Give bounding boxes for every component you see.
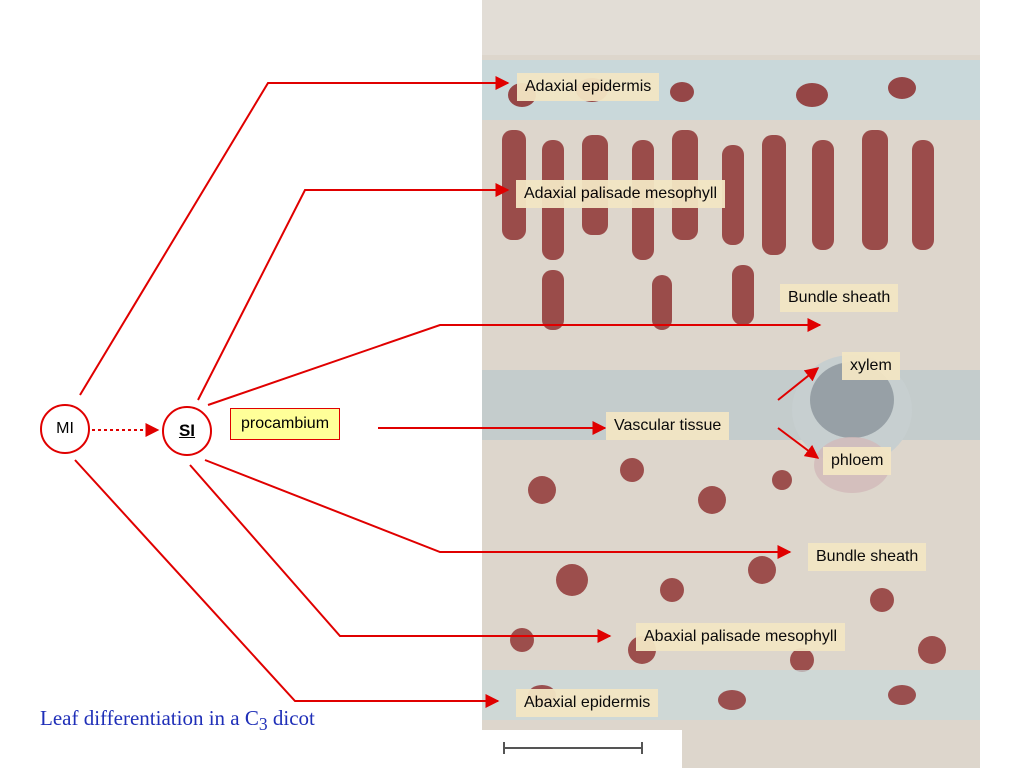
caption-main: Leaf differentiation in a C: [40, 706, 259, 730]
arrow-to-bundle-sheath-top: [207, 318, 822, 406]
label-abaxial-epidermis: Abaxial epidermis: [516, 689, 659, 717]
arrow-to-abaxial-palisade: [189, 464, 612, 643]
label-adaxial-epidermis: Adaxial epidermis: [517, 73, 660, 101]
si-node: SI: [162, 406, 212, 456]
label-xylem: xylem: [842, 352, 900, 380]
caption-end: dicot: [267, 706, 315, 730]
mi-node: MI: [40, 404, 90, 454]
label-phloem: phloem: [823, 447, 892, 475]
label-adaxial-palisade: Adaxial palisade mesophyll: [516, 180, 725, 208]
arrow-to-phloem: [777, 427, 820, 459]
label-abaxial-palisade: Abaxial palisade mesophyll: [636, 623, 845, 651]
mi-label: MI: [56, 420, 74, 437]
arrow-to-xylem: [777, 367, 820, 401]
label-bundle-sheath-top: Bundle sheath: [780, 284, 899, 312]
arrow-to-bundle-sheath-bottom: [204, 459, 792, 559]
arrow-to-abaxial-epidermis: [74, 459, 500, 708]
label-bundle-sheath-bottom: Bundle sheath: [808, 543, 927, 571]
label-vascular-tissue: Vascular tissue: [606, 412, 730, 440]
arrow-to-adaxial-epidermis: [79, 76, 510, 396]
arrow-to-adaxial-palisade: [197, 183, 510, 401]
figure-caption: Leaf differentiation in a C3 dicot: [40, 706, 315, 735]
caption-subscript: 3: [258, 714, 268, 735]
si-label: SI: [178, 421, 196, 440]
procambium-label: procambium: [230, 408, 341, 440]
